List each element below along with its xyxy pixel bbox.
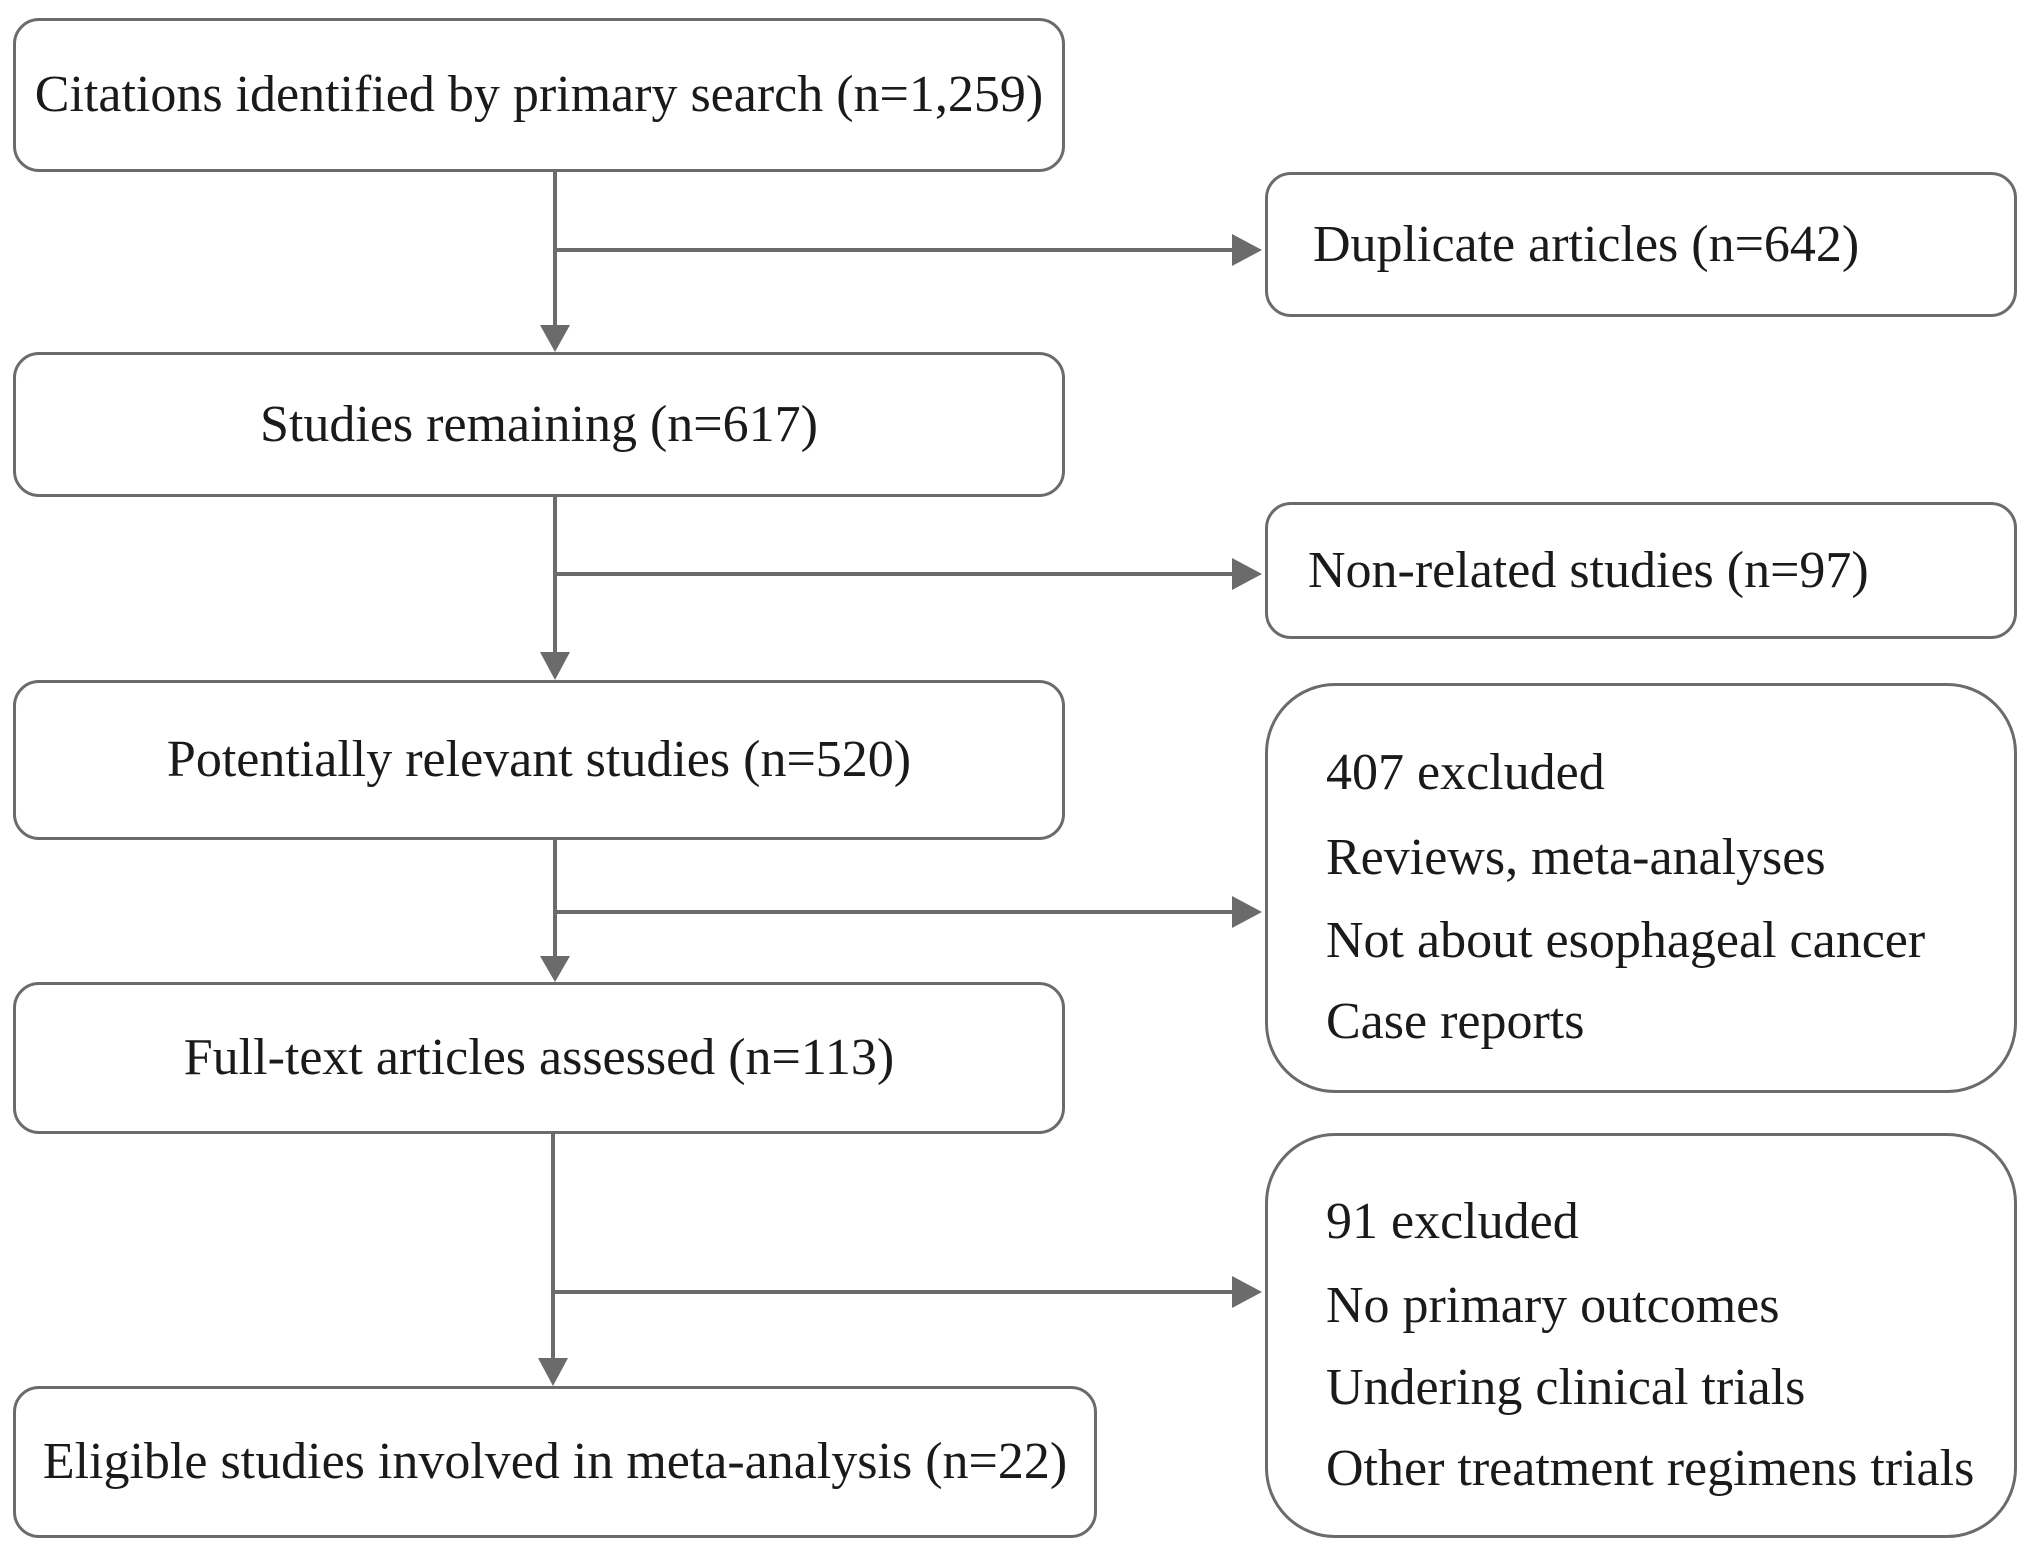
arrowhead-remaining — [540, 325, 570, 352]
arrowhead-excluded-407 — [1232, 896, 1262, 928]
primary-search-label: Citations identified by primary search (… — [34, 66, 1044, 123]
potentially-relevant-box: Potentially relevant studies (n=520) — [13, 680, 1065, 840]
excluded-407-reason: Reviews, meta-analyses — [1326, 829, 1826, 886]
studies-remaining-label: Studies remaining (n=617) — [260, 395, 818, 453]
excluded-91-box: 91 excluded No primary outcomes Undering… — [1265, 1133, 2017, 1538]
excluded-91-reason: Other treatment regimens trials — [1326, 1440, 1975, 1497]
arrowhead-non-related — [1232, 558, 1262, 590]
arrowhead-fulltext — [540, 956, 570, 982]
arrowhead-excluded-91 — [1232, 1276, 1262, 1308]
duplicates-label: Duplicate articles (n=642) — [1313, 215, 1860, 273]
primary-search-box: Citations identified by primary search (… — [13, 18, 1065, 172]
non-related-box: Non-related studies (n=97) — [1265, 502, 2017, 639]
excluded-407-heading: 407 excluded — [1326, 744, 1605, 801]
arrowhead-eligible — [538, 1358, 568, 1386]
excluded-91-heading: 91 excluded — [1326, 1193, 1579, 1250]
excluded-91-reason: Undering clinical trials — [1326, 1359, 1806, 1416]
excluded-407-reason: Not about esophageal cancer — [1326, 912, 1926, 969]
arrowhead-duplicates — [1232, 234, 1262, 266]
non-related-label: Non-related studies (n=97) — [1308, 541, 1869, 599]
duplicates-box: Duplicate articles (n=642) — [1265, 172, 2017, 317]
potentially-relevant-label: Potentially relevant studies (n=520) — [166, 731, 912, 788]
excluded-91-reason: No primary outcomes — [1326, 1277, 1780, 1334]
eligible-label: Eligible studies involved in meta-analys… — [42, 1433, 1068, 1490]
excluded-407-box: 407 excluded Reviews, meta-analyses Not … — [1265, 683, 2017, 1093]
full-text-label: Full-text articles assessed (n=113) — [183, 1029, 895, 1086]
excluded-407-reason: Case reports — [1326, 993, 1585, 1050]
studies-remaining-box: Studies remaining (n=617) — [13, 352, 1065, 497]
full-text-box: Full-text articles assessed (n=113) — [13, 982, 1065, 1134]
eligible-box: Eligible studies involved in meta-analys… — [13, 1386, 1097, 1538]
arrowhead-relevant — [540, 652, 570, 680]
